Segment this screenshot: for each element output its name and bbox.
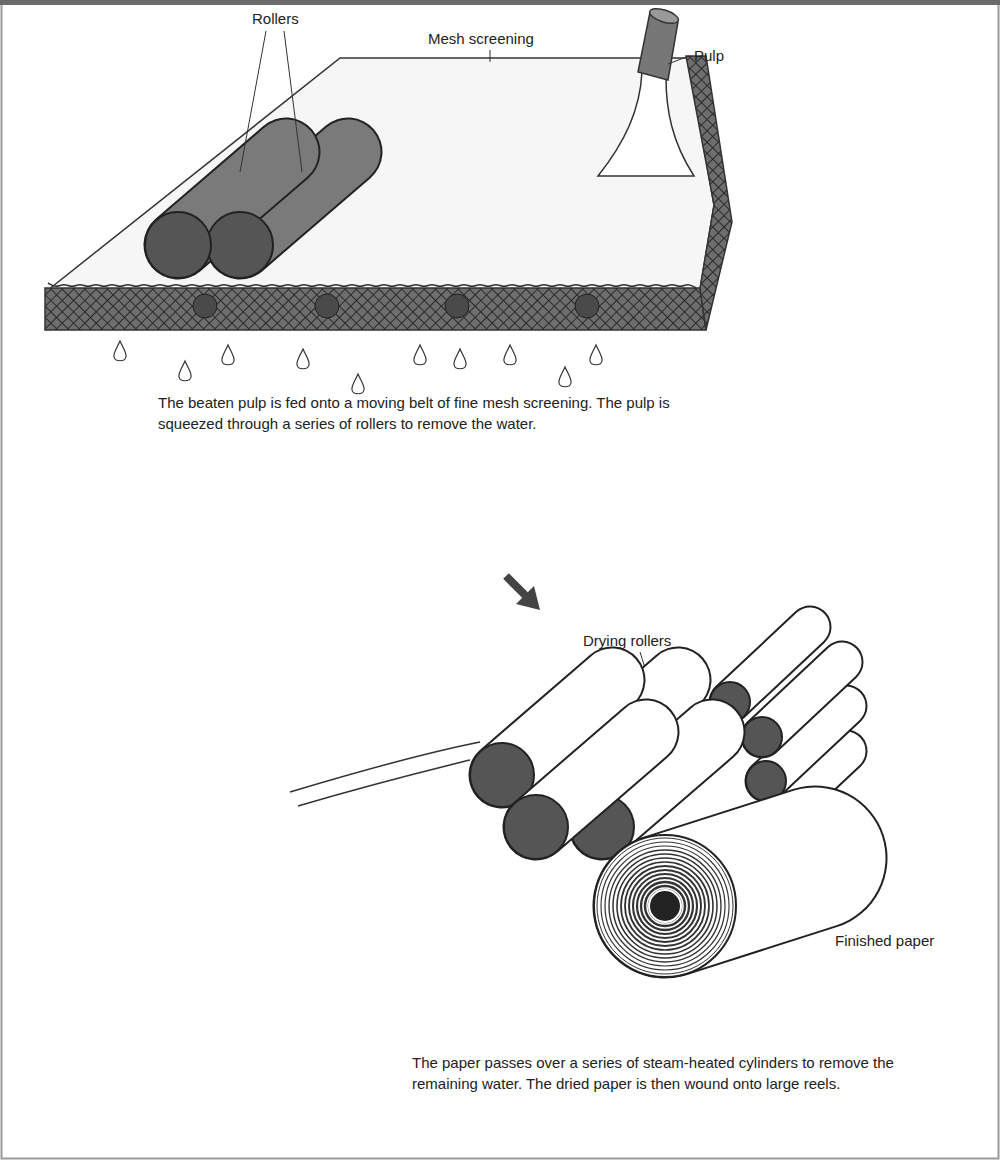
pulp-edge bbox=[48, 283, 696, 288]
water-drop bbox=[590, 345, 602, 365]
reel-winding bbox=[633, 874, 697, 938]
caption-text: The paper passes over a series of steam-… bbox=[412, 1052, 957, 1094]
water-drop bbox=[222, 345, 234, 365]
pulp-stream bbox=[598, 72, 694, 176]
water-drop bbox=[297, 349, 309, 369]
paper-web bbox=[298, 760, 470, 806]
pulp-edge-line bbox=[48, 283, 696, 288]
reel-core bbox=[649, 890, 681, 922]
water-drop bbox=[414, 345, 426, 365]
reel-winding bbox=[609, 850, 721, 962]
reel-winding bbox=[597, 838, 733, 974]
water-drop bbox=[179, 361, 191, 381]
reel-winding bbox=[649, 890, 681, 922]
mesh-belt bbox=[45, 56, 732, 330]
belt-end bbox=[686, 56, 732, 330]
part-label: Drying rollers bbox=[583, 630, 671, 651]
paper-web bbox=[290, 742, 480, 792]
belt-front-edge bbox=[45, 288, 706, 330]
paper-reel bbox=[594, 835, 815, 977]
part-label: Pulp bbox=[694, 45, 724, 66]
press-rollers bbox=[145, 152, 348, 278]
pulp-pipe bbox=[598, 6, 694, 176]
part-label: Mesh screening bbox=[428, 28, 534, 49]
reel-winding bbox=[645, 886, 685, 926]
pipe-end bbox=[648, 6, 680, 27]
reel-winding bbox=[601, 842, 729, 970]
drying-cylinder bbox=[504, 732, 646, 859]
reel-winding bbox=[625, 866, 705, 946]
drying-section bbox=[290, 627, 846, 977]
part-label: Finished paper bbox=[835, 930, 934, 951]
water-drop bbox=[114, 341, 126, 361]
step-arrow bbox=[506, 576, 540, 610]
water-drop bbox=[504, 345, 516, 365]
water-drop bbox=[352, 374, 364, 394]
reel-winding bbox=[641, 882, 689, 930]
support-rollers bbox=[193, 294, 599, 318]
water-drop bbox=[559, 367, 571, 387]
reel-winding bbox=[629, 870, 701, 942]
reel-winding bbox=[605, 846, 725, 966]
part-label: Rollers bbox=[252, 8, 299, 29]
reel-winding bbox=[613, 854, 717, 958]
frame-top-bar bbox=[0, 0, 1000, 5]
caption-text: The beaten pulp is fed onto a moving bel… bbox=[158, 392, 688, 434]
water-drop bbox=[454, 349, 466, 369]
reel-winding bbox=[621, 862, 709, 950]
reel-winding bbox=[617, 858, 713, 954]
pulp-sheet bbox=[48, 58, 714, 290]
reel-winding bbox=[637, 878, 693, 934]
water-drops bbox=[114, 341, 602, 394]
leader-lines bbox=[240, 31, 689, 702]
